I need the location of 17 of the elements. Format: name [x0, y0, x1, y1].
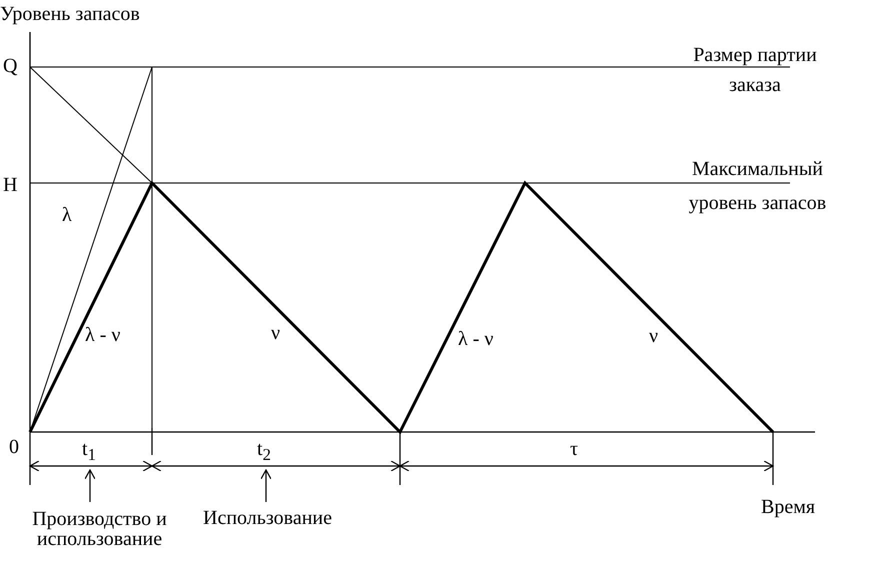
rate-label: λ	[62, 204, 72, 226]
rate-label: ν	[649, 325, 658, 347]
rate-label: ν	[271, 322, 280, 344]
interval-label: t$_{1}$	[82, 438, 96, 466]
rate-label: λ - ν	[458, 328, 494, 350]
interval-label: τ	[570, 438, 578, 460]
rate-label: λ - ν	[85, 324, 120, 346]
phase-label: Использование	[203, 507, 332, 529]
line-label: Размер партии заказа	[692, 43, 818, 98]
axis-tick-label: Q	[3, 55, 18, 77]
interval-label: t$_{2}$	[257, 438, 271, 466]
line-label: Максимальный уровень запасов	[688, 157, 828, 216]
axis-tick-label: H	[3, 174, 18, 196]
axis-title: Время	[761, 496, 816, 518]
axis-tick-label: 0	[9, 436, 19, 458]
phase-label: Производство и использование	[31, 509, 168, 549]
axis-title: Уровень запасов	[0, 3, 140, 25]
